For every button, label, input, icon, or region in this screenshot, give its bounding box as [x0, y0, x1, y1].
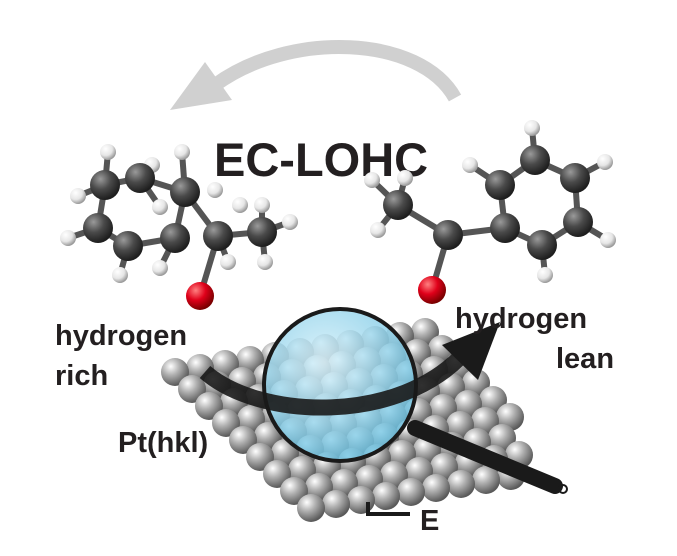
pt-atom	[212, 409, 240, 437]
pt-atom	[446, 411, 474, 439]
pt-atom	[471, 407, 499, 435]
hydrogen-atom	[254, 197, 270, 213]
pt-atom	[405, 457, 433, 485]
potential-label: E	[420, 505, 439, 537]
hydrogen-atom	[152, 199, 168, 215]
cycle-arrowhead-icon	[170, 62, 232, 110]
lean-label-line1: hydrogen	[455, 303, 587, 335]
pt-atom	[195, 392, 223, 420]
pt-atom	[411, 318, 439, 346]
carbon-atom	[125, 163, 155, 193]
pt-atom	[454, 390, 482, 418]
magnifier-lens	[262, 307, 418, 463]
carbon-atom	[383, 190, 413, 220]
pt-atom	[472, 466, 500, 494]
carbon-atom	[485, 170, 515, 200]
hydrogen-lean-molecule	[364, 120, 616, 304]
pt-atom	[246, 443, 274, 471]
oxygen-atom	[418, 276, 446, 304]
pt-atom	[211, 350, 239, 378]
pt-atom	[161, 358, 189, 386]
pt-atom	[347, 486, 375, 514]
hydrogen-atom	[257, 254, 273, 270]
pt-atom	[254, 422, 282, 450]
hydrogen-atom	[600, 232, 616, 248]
hydrogen-atom	[537, 267, 553, 283]
carbon-atom	[433, 220, 463, 250]
pt-atom	[236, 346, 264, 374]
pt-atom	[380, 461, 408, 489]
pt-atom	[280, 477, 308, 505]
title: EC-LOHC	[214, 133, 428, 186]
pt-atom	[355, 465, 383, 493]
hydrogen-atom	[282, 214, 298, 230]
handle-ring-icon	[558, 484, 568, 494]
hydrogen-rich-molecule	[60, 144, 298, 310]
pt-atom	[496, 403, 524, 431]
hydrogen-atom	[70, 188, 86, 204]
pt-atom	[388, 440, 416, 468]
reaction-arrow	[199, 346, 471, 416]
carbon-atom	[170, 177, 200, 207]
pt-atom	[288, 456, 316, 484]
carbon-atom	[563, 207, 593, 237]
pt-atom	[397, 478, 425, 506]
carbon-atom	[160, 223, 190, 253]
carbon-atom	[560, 163, 590, 193]
hydrogen-atom	[232, 197, 248, 213]
pt-atom	[422, 474, 450, 502]
carbon-atom	[247, 217, 277, 247]
hydrogen-atom	[597, 154, 613, 170]
pt-atom	[237, 405, 265, 433]
hydrogen-atom	[370, 222, 386, 238]
hydrogen-atom	[207, 182, 223, 198]
pt-atom	[488, 424, 516, 452]
hydrogen-atom	[220, 254, 236, 270]
lean-label-line2: lean	[556, 343, 614, 375]
pt-atom	[178, 375, 206, 403]
reaction-arrowhead-icon	[442, 322, 500, 380]
molecules	[60, 120, 616, 310]
carbon-atom	[520, 145, 550, 175]
hydrogen-atom	[60, 230, 76, 246]
carbon-atom	[490, 213, 520, 243]
carbon-atom	[527, 230, 557, 260]
hydrogen-atom	[174, 144, 190, 160]
pt-atom	[322, 490, 350, 518]
pt-atom	[229, 426, 257, 454]
pt-atom	[263, 460, 291, 488]
carbon-atom	[90, 170, 120, 200]
pt-atom	[429, 394, 457, 422]
rich-label-line2: rich	[55, 360, 108, 392]
hydrogen-atom	[112, 267, 128, 283]
hydrogen-atom	[397, 170, 413, 186]
carbon-atom	[203, 221, 233, 251]
pt-atom	[305, 473, 333, 501]
pt-atom	[330, 469, 358, 497]
magnifier-handle	[407, 420, 563, 494]
pt-atom	[479, 386, 507, 414]
hydrogen-atom	[152, 260, 168, 276]
carbon-atom	[113, 231, 143, 261]
carbon-atom	[83, 213, 113, 243]
hydrogen-atom	[364, 172, 380, 188]
pt-atom	[372, 482, 400, 510]
pt-atom	[462, 369, 490, 397]
hydrogen-atom	[524, 120, 540, 136]
rich-label-line1: hydrogen	[55, 320, 187, 352]
pt-atom	[428, 335, 456, 363]
surface-label: Pt(hkl)	[118, 427, 208, 459]
hydrogen-atom	[100, 144, 116, 160]
pt-atom	[297, 494, 325, 522]
cycle-arrow	[210, 40, 462, 102]
pt-atom	[430, 453, 458, 481]
hydrogen-atom	[462, 157, 478, 173]
scale-marker	[366, 502, 410, 516]
oxygen-atom	[186, 282, 214, 310]
pt-atom	[447, 470, 475, 498]
